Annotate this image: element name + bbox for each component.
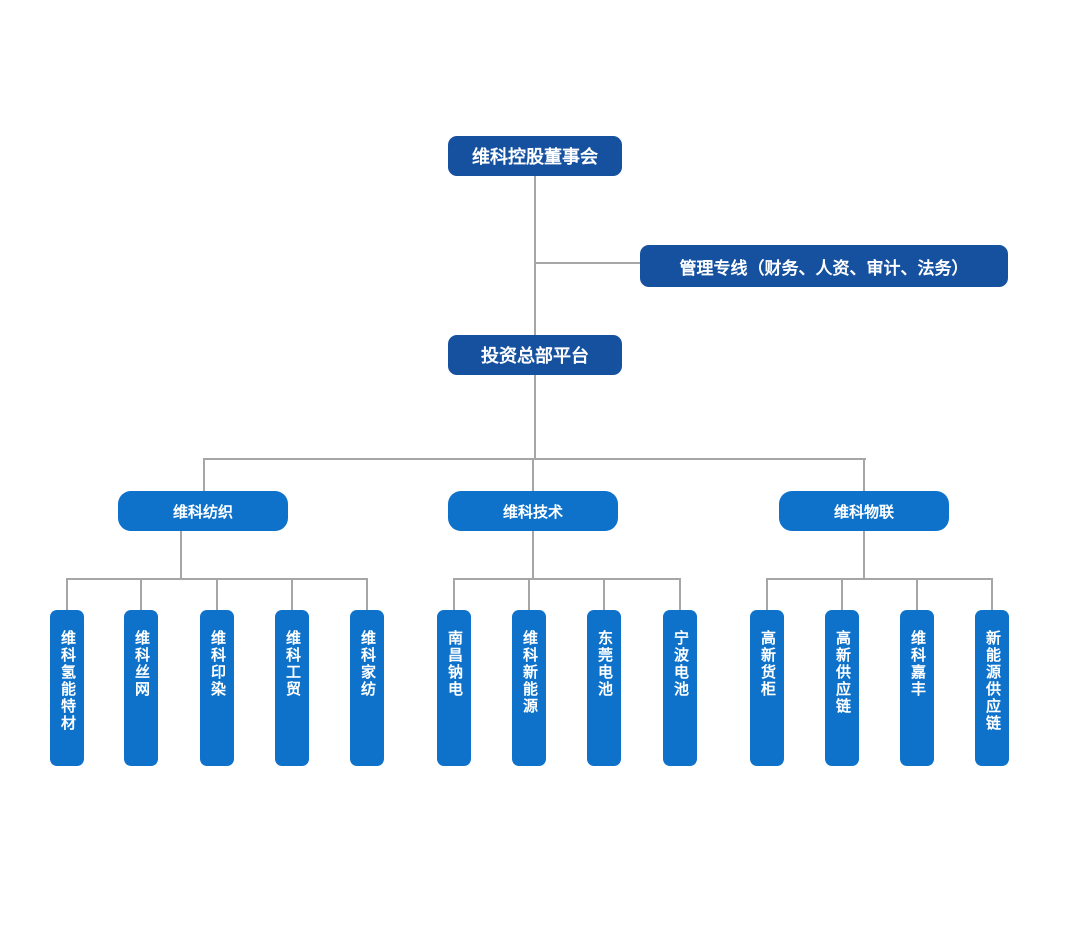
node-division-tech: 维科技术 — [448, 491, 618, 531]
node-board: 维科控股董事会 — [448, 136, 622, 176]
node-subsidiary-label: 维科家纺 — [359, 630, 376, 698]
connector-drop-leaf — [679, 580, 681, 610]
node-subsidiary: 宁波电池 — [663, 610, 697, 766]
node-subsidiary: 维科新能源 — [512, 610, 546, 766]
node-division-label: 维科技术 — [502, 503, 563, 521]
node-subsidiary-label: 维科氢能特材 — [59, 630, 76, 732]
connector-drop-tech — [532, 458, 534, 491]
node-subsidiary: 维科印染 — [200, 610, 234, 766]
connector-drop-leaf — [991, 580, 993, 610]
connector-drop-leaf — [916, 580, 918, 610]
connector-tech-rail — [453, 578, 681, 580]
node-subsidiary: 维科嘉丰 — [900, 610, 934, 766]
connector-textile-rail — [66, 578, 368, 580]
node-investment-platform-label: 投资总部平台 — [481, 346, 589, 366]
connector-drop-iot — [863, 458, 865, 491]
node-subsidiary: 高新供应链 — [825, 610, 859, 766]
node-subsidiary: 维科家纺 — [350, 610, 384, 766]
node-subsidiary-label: 宁波电池 — [672, 630, 689, 698]
node-subsidiary-label: 维科丝网 — [133, 630, 150, 698]
connector-iot-stem — [863, 531, 865, 580]
node-subsidiary-label: 维科工贸 — [284, 630, 301, 698]
node-investment-platform: 投资总部平台 — [448, 335, 622, 375]
connector-drop-leaf — [66, 580, 68, 610]
node-subsidiary-label: 高新货柜 — [759, 630, 776, 698]
node-management-line-label: 管理专线（财务、人资、审计、法务） — [679, 258, 969, 278]
node-subsidiary: 维科工贸 — [275, 610, 309, 766]
node-subsidiary-label: 维科印染 — [209, 630, 226, 698]
connector-divisions-rail — [203, 458, 866, 460]
node-board-label: 维科控股董事会 — [472, 147, 598, 167]
connector-root-platform — [534, 176, 536, 335]
connector-drop-leaf — [453, 580, 455, 610]
node-subsidiary: 东莞电池 — [587, 610, 621, 766]
connector-drop-leaf — [528, 580, 530, 610]
node-subsidiary-label: 维科嘉丰 — [909, 630, 926, 698]
node-subsidiary: 维科丝网 — [124, 610, 158, 766]
node-management-line: 管理专线（财务、人资、审计、法务） — [640, 245, 1008, 287]
connector-platform-stem — [534, 375, 536, 460]
node-division-label: 维科纺织 — [172, 503, 233, 521]
node-subsidiary-label: 维科新能源 — [521, 630, 538, 715]
node-subsidiary: 南昌钠电 — [437, 610, 471, 766]
connector-tech-stem — [532, 531, 534, 580]
node-subsidiary: 高新货柜 — [750, 610, 784, 766]
node-division-textile: 维科纺织 — [118, 491, 288, 531]
node-subsidiary-label: 东莞电池 — [596, 630, 613, 698]
node-subsidiary-label: 南昌钠电 — [446, 630, 463, 698]
node-subsidiary-label: 新能源供应链 — [984, 630, 1001, 732]
node-subsidiary: 新能源供应链 — [975, 610, 1009, 766]
connector-drop-leaf — [841, 580, 843, 610]
connector-drop-leaf — [291, 580, 293, 610]
connector-drop-leaf — [366, 580, 368, 610]
connector-drop-leaf — [766, 580, 768, 610]
node-division-label: 维科物联 — [833, 503, 894, 521]
connector-iot-rail — [766, 578, 993, 580]
node-subsidiary-label: 高新供应链 — [834, 630, 851, 715]
connector-textile-stem — [180, 531, 182, 580]
connector-drop-leaf — [216, 580, 218, 610]
connector-drop-leaf — [140, 580, 142, 610]
node-division-iot: 维科物联 — [779, 491, 949, 531]
connector-management-branch — [534, 262, 640, 264]
node-subsidiary: 维科氢能特材 — [50, 610, 84, 766]
connector-drop-textile — [203, 458, 205, 491]
connector-drop-leaf — [603, 580, 605, 610]
